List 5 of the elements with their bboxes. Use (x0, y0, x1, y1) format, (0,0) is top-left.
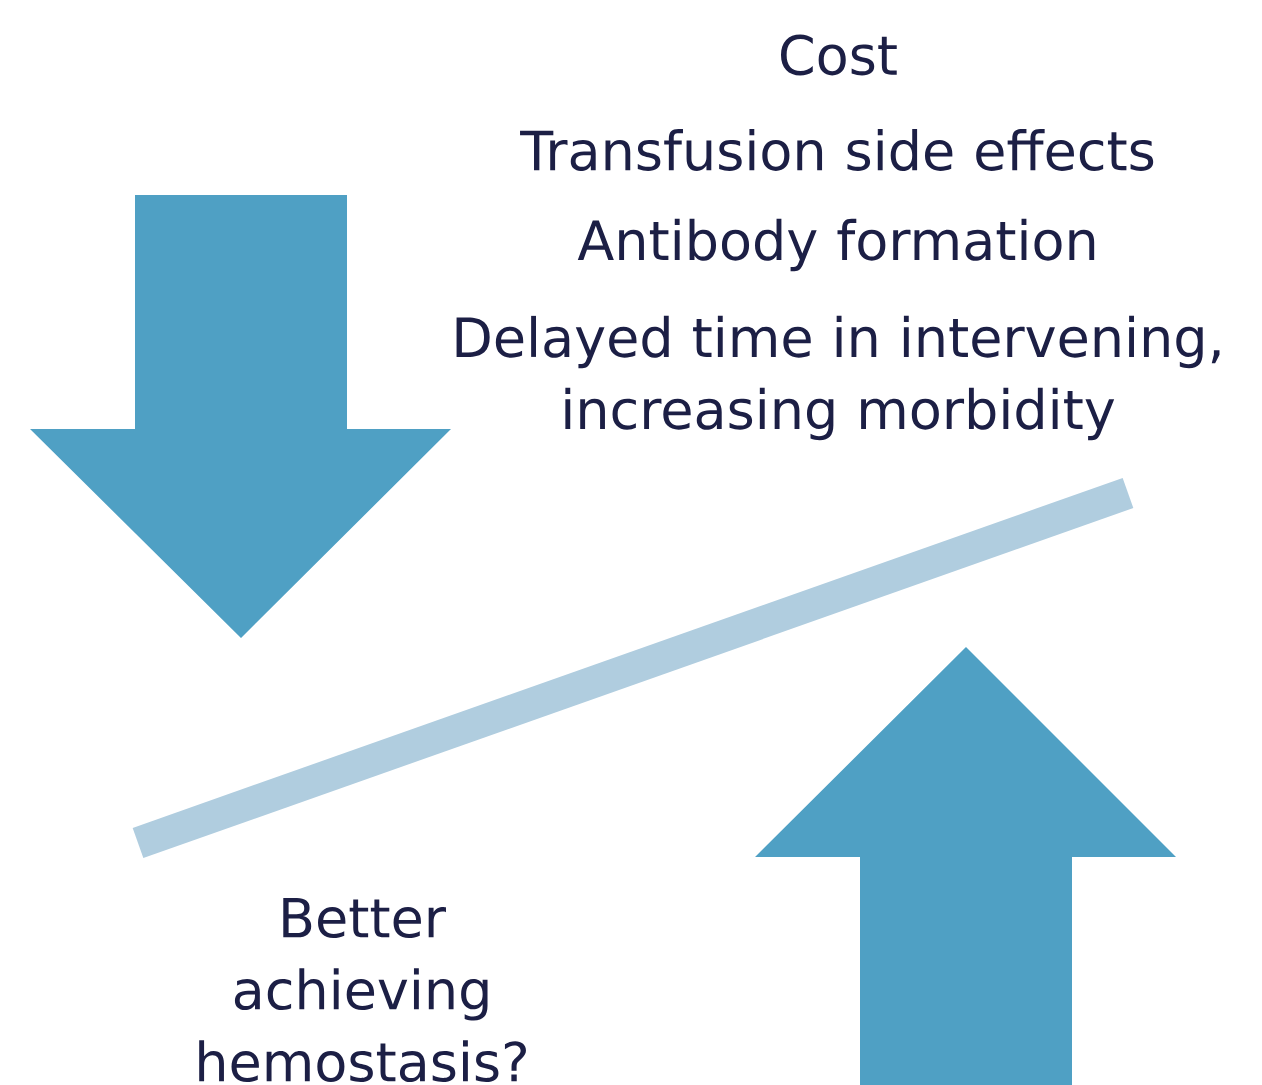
label-text: Better achieving hemostasis? (199, 897, 526, 1083)
label-text: Antibody formation (577, 218, 1095, 272)
label-text: Transfusion side effects (520, 129, 1154, 171)
label-text: Cost (781, 34, 897, 76)
label-text: Delayed time in intervening, increasing morbidity (456, 315, 1220, 441)
